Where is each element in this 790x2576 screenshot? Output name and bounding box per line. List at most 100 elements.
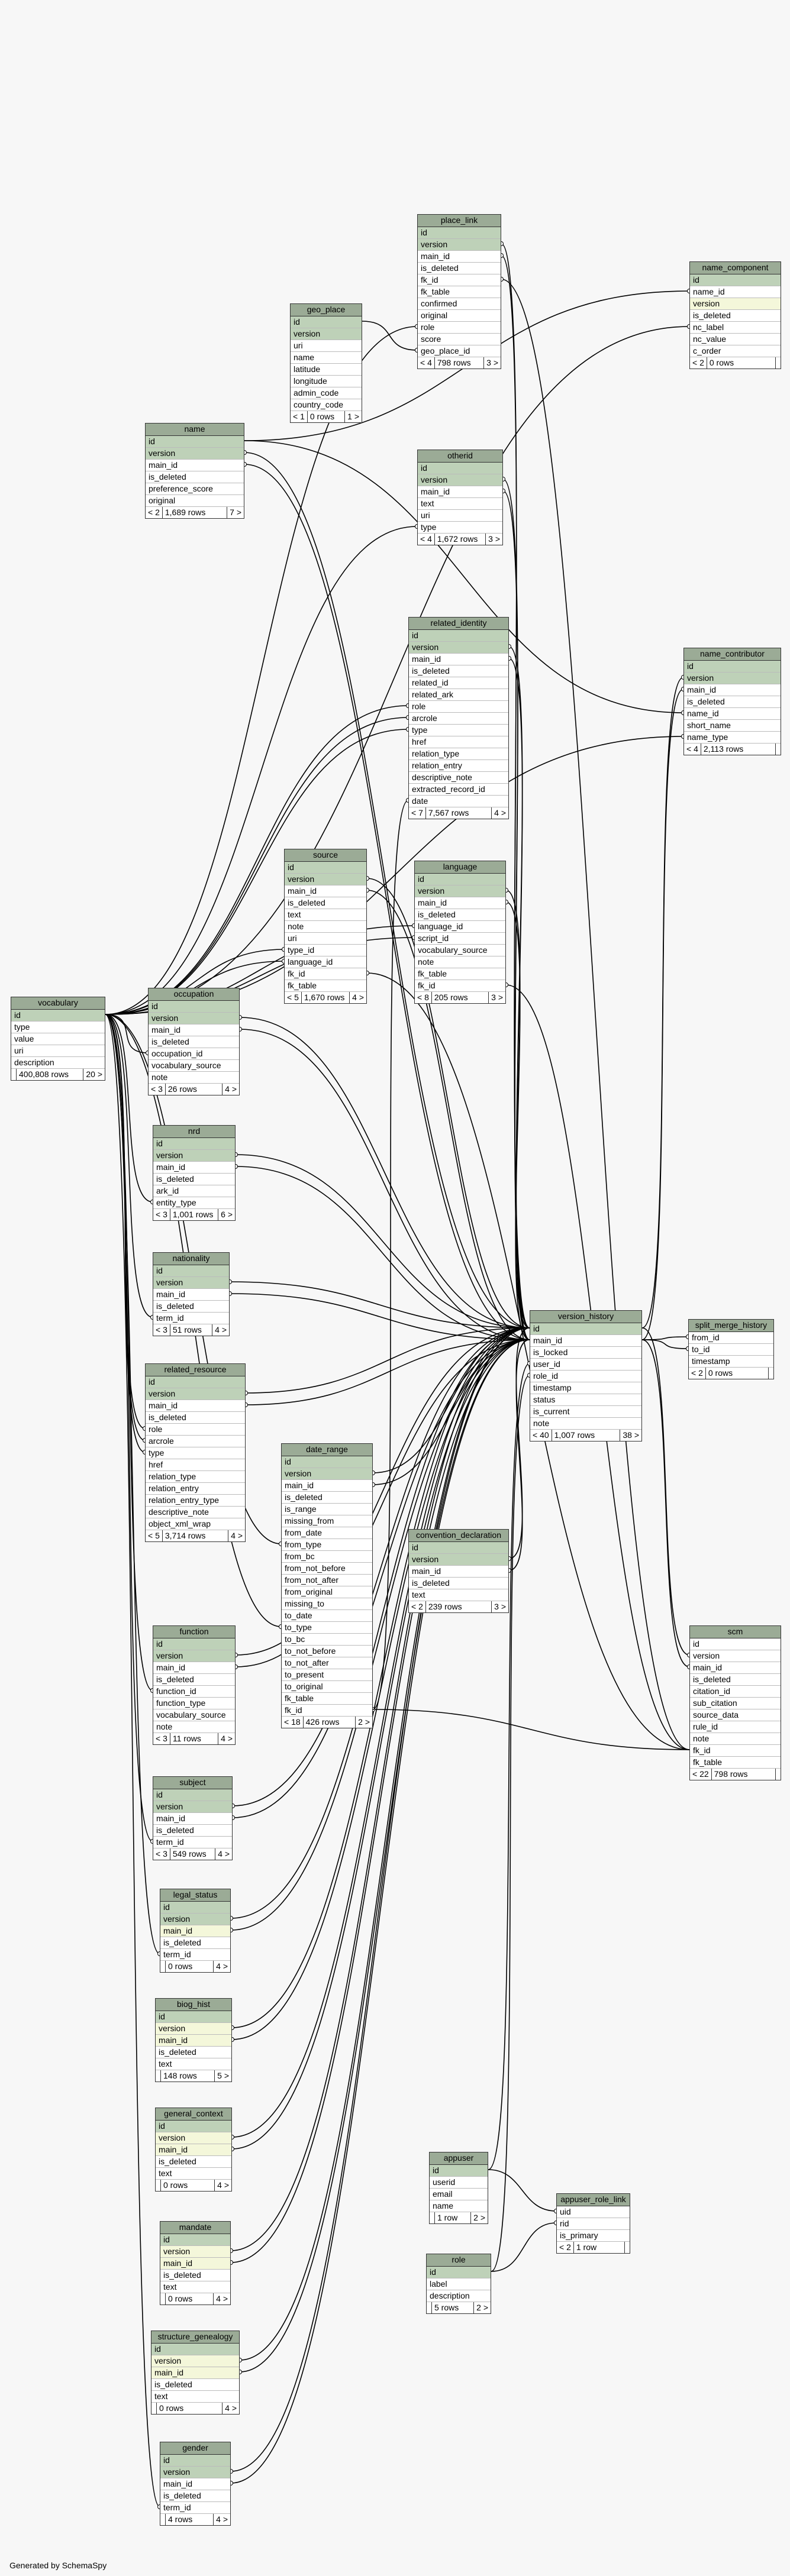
table-title: gender: [160, 2442, 230, 2455]
column-row: missing_from: [282, 1515, 372, 1527]
relation-count: < 3: [149, 1084, 166, 1095]
column-row: c_order: [690, 345, 781, 357]
column-row: id: [409, 630, 508, 642]
column-row: text: [160, 2281, 230, 2293]
column-row: longitude: [291, 376, 362, 387]
column-row: main_id: [690, 1662, 781, 1674]
column-row: rule_id: [690, 1721, 781, 1733]
relationship-line: [239, 1339, 530, 2373]
relationship-line: [641, 1336, 689, 1340]
relationship-line: [230, 1339, 530, 1931]
column-row: id: [146, 436, 244, 448]
column-row: id: [156, 2121, 231, 2132]
relation-count: [156, 2180, 161, 2191]
row-count: 3,714 rows: [163, 1530, 229, 1541]
relation-count: 4 >: [216, 2294, 228, 2303]
relation-count: 4 >: [494, 808, 506, 817]
row-count: 426 rows: [304, 1717, 356, 1728]
relationship-line: [245, 1339, 530, 1405]
column-row: version: [153, 1801, 232, 1813]
column-row: is_deleted: [415, 909, 505, 921]
column-row: from_type: [282, 1539, 372, 1551]
column-row: from_bc: [282, 1551, 372, 1563]
relation-count: < 3: [153, 1733, 170, 1744]
table-title: place_link: [418, 215, 501, 227]
relation-count: 2 >: [358, 1717, 370, 1727]
relationship-line: [245, 1327, 530, 1394]
relation-count: [160, 1961, 166, 1972]
relation-count: 5 >: [217, 2071, 229, 2080]
column-row: version: [146, 1388, 245, 1400]
column-row: is_deleted: [282, 1492, 372, 1504]
relationship-line: [230, 1327, 530, 2472]
relation-count: 4 >: [221, 1734, 233, 1743]
column-row: name_id: [690, 286, 781, 298]
column-row: to_date: [282, 1610, 372, 1622]
column-row: to_bc: [282, 1634, 372, 1646]
relationship-line: [229, 1293, 530, 1340]
relationship-line: [239, 1017, 530, 1329]
column-row: is_deleted: [151, 2379, 239, 2391]
table-title: nationality: [153, 1253, 229, 1265]
column-row: object_xml_wrap: [146, 1518, 245, 1530]
relationship-line: [232, 1327, 530, 1806]
column-row: is_deleted: [160, 1937, 230, 1949]
column-row: description: [427, 2290, 491, 2302]
column-row: name: [291, 352, 362, 364]
column-row: value: [11, 1033, 105, 1045]
column-row: extracted_record_id: [409, 784, 508, 796]
column-row: main_id: [153, 1662, 235, 1674]
column-row: language_id: [285, 956, 366, 968]
table-title: biog_hist: [156, 1999, 231, 2011]
column-row: userid: [430, 2177, 488, 2189]
row-count: 0 rows: [166, 2293, 214, 2304]
column-row: arcrole: [146, 1436, 245, 1447]
relationship-line: [366, 878, 530, 1329]
relation-count: 4 >: [216, 1961, 228, 1971]
column-row: related_id: [409, 677, 508, 689]
column-row: text: [285, 909, 366, 921]
relation-count: 4 >: [225, 2403, 237, 2413]
column-row: id: [153, 1138, 235, 1150]
relation-count: 7 >: [230, 508, 241, 517]
column-row: from_id: [689, 1332, 773, 1344]
column-row: note: [149, 1072, 239, 1084]
column-row: status: [530, 1394, 641, 1406]
relation-count: [430, 2212, 435, 2223]
row-count: 0 rows: [157, 2403, 223, 2414]
column-row: source_data: [690, 1709, 781, 1721]
relation-count: < 22: [690, 1769, 712, 1780]
column-row: fk_id: [415, 980, 505, 992]
relationship-line: [235, 1339, 530, 1667]
column-row: from_original: [282, 1586, 372, 1598]
column-row: citation_id: [690, 1686, 781, 1698]
relationship-line: [239, 1327, 530, 2361]
column-row: vocabulary_source: [415, 945, 505, 956]
column-row: id: [160, 1902, 230, 1914]
column-row: vocabulary_source: [153, 1709, 235, 1721]
column-row: version: [684, 673, 781, 684]
column-row: occupation_id: [149, 1048, 239, 1060]
column-row: timestamp: [689, 1356, 773, 1368]
column-row: fk_id: [690, 1745, 781, 1757]
column-row: user_id: [530, 1359, 641, 1371]
row-count: 239 rows: [426, 1601, 492, 1612]
relationship-line: [488, 1363, 530, 2170]
column-row: original: [146, 495, 244, 507]
column-row: text: [418, 498, 502, 510]
column-row: descriptive_note: [409, 772, 508, 784]
relationship-line: [231, 1327, 530, 2138]
row-count: 0 rows: [308, 411, 346, 422]
column-row: version: [409, 1554, 508, 1566]
column-row: version: [156, 2132, 231, 2144]
